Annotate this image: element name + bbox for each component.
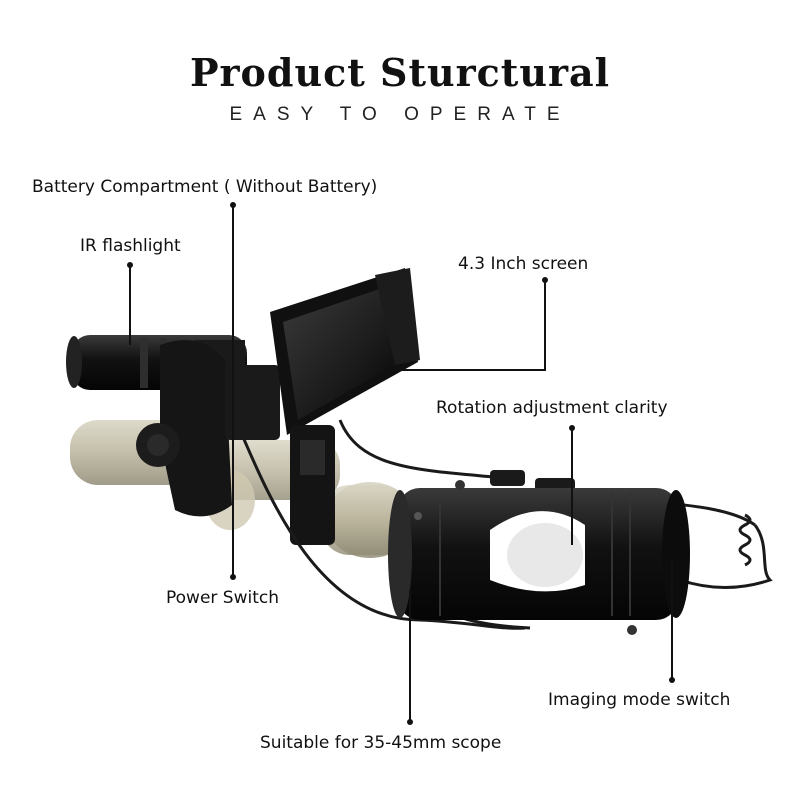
battery-compartment-label: Battery Compartment ( Without Battery) [32,177,378,197]
rifle-scope [70,420,415,558]
page-title: Product Sturctural [189,50,611,95]
ir-flashlight-label: IR flashlight [80,236,181,256]
battery-compartment [225,365,280,440]
rotation-adjustment-label: Rotation adjustment clarity [436,398,668,418]
screen-mount [290,425,335,545]
imaging-mode-switch-label: Imaging mode switch [548,690,731,710]
page-subtitle: EASY TO OPERATE [229,104,571,125]
scope-compatibility-label: Suitable for 35-45mm scope [260,733,502,753]
mount-ring [136,340,232,517]
screen-label: 4.3 Inch screen [458,254,589,274]
coiled-cable [738,513,752,567]
screen-unit [270,268,420,435]
callout-dots [127,202,675,725]
eyepiece-adapter [388,480,690,635]
callout-lines [129,205,673,722]
connector-left [490,470,525,486]
power-switch-label: Power Switch [166,588,280,608]
